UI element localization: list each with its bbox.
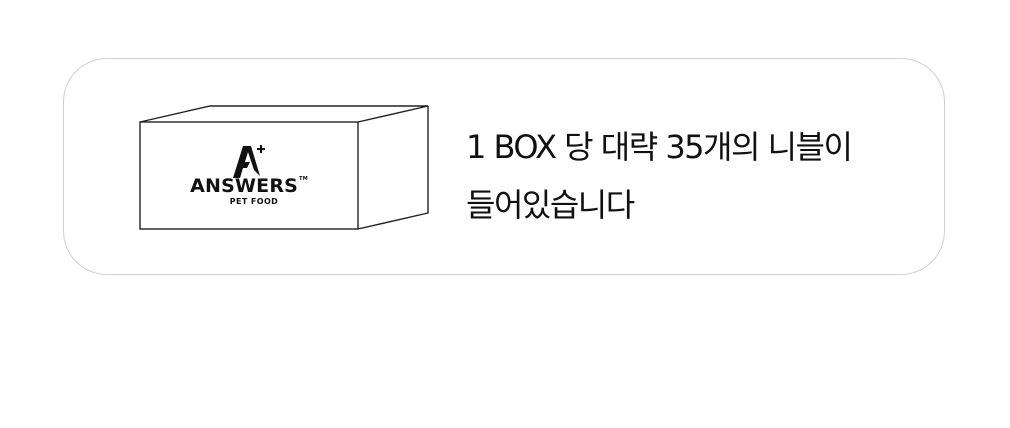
brand-logo: ANSWERSTM PET FOOD [140, 122, 358, 229]
description-line-1: 1 BOX 당 대략 35개의 니블이 [466, 128, 853, 166]
brand-name: ANSWERSTM [190, 175, 308, 197]
trademark-mark: TM [299, 176, 308, 182]
info-card [63, 58, 945, 275]
description-line-2: 들어있습니다 [466, 186, 635, 224]
brand-subtitle: PET FOOD [229, 197, 279, 206]
a-plus-logo-icon [233, 145, 265, 178]
product-description: 1 BOX 당 대략 35개의 니블이 들어있습니다 [466, 118, 853, 234]
